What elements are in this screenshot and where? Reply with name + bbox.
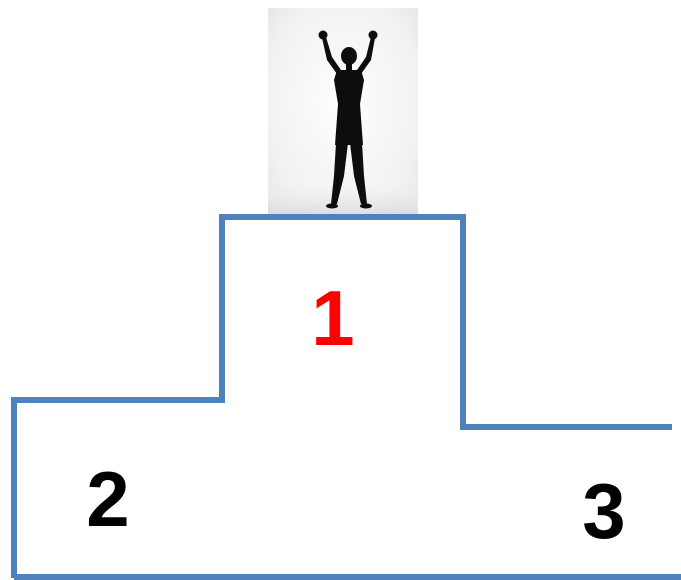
third-place-label: 3: [582, 467, 625, 555]
second-place-label: 2: [86, 455, 129, 543]
winner-photo: [268, 8, 418, 216]
winner-photo-floor: [268, 175, 418, 216]
first-place-label: 1: [311, 274, 354, 362]
